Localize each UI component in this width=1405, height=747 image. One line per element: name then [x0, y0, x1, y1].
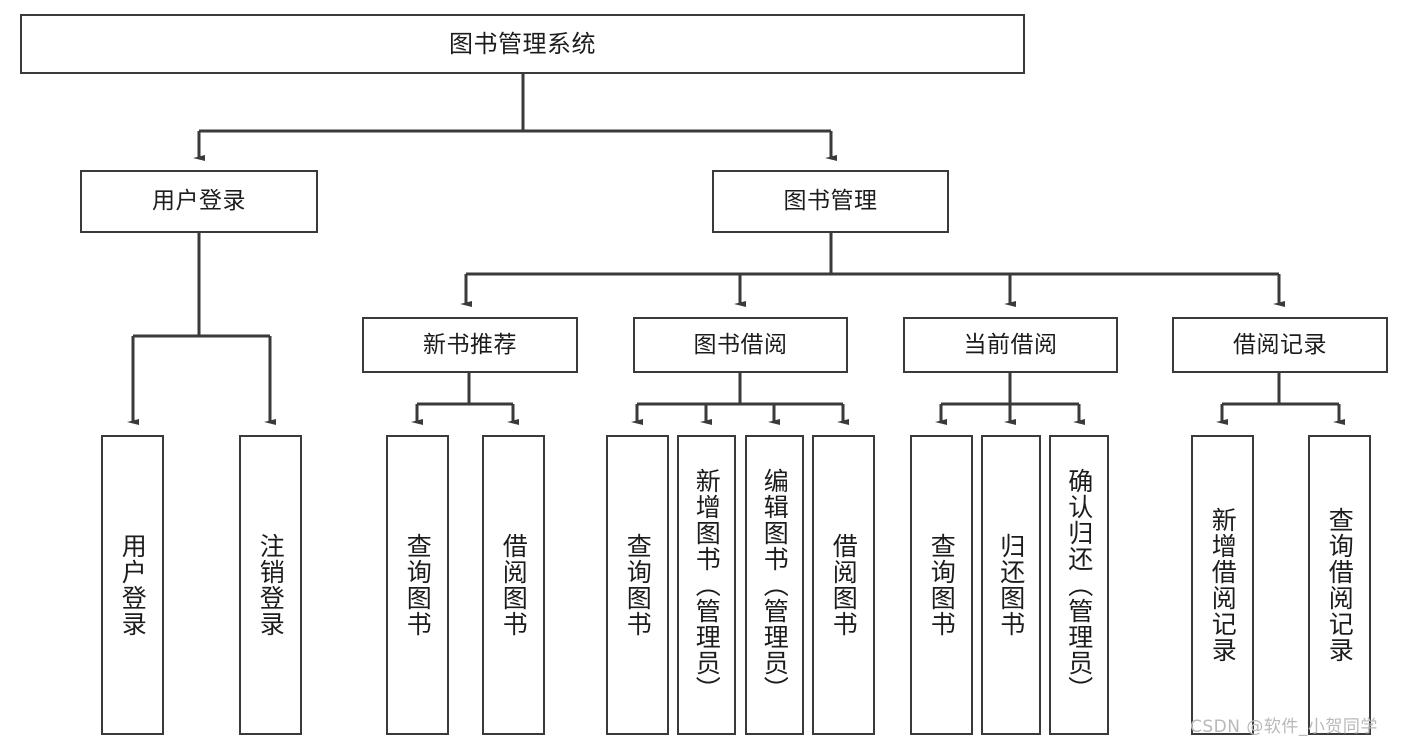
node-user-login[interactable]: 用户登录 [80, 170, 318, 233]
node-label: 图书管理 [783, 188, 878, 214]
node-label: 确认归还（管理员） [1064, 468, 1094, 702]
leaf-user-login[interactable]: 用户登录 [101, 435, 164, 735]
node-label: 当前借阅 [963, 331, 1058, 358]
node-book-management[interactable]: 图书管理 [712, 170, 949, 233]
node-label: 借阅图书 [829, 533, 859, 637]
node-label: 用户登录 [118, 533, 148, 637]
node-label: 借阅记录 [1233, 331, 1327, 358]
node-label: 用户登录 [152, 188, 246, 214]
leaf-query-borrow-record[interactable]: 查询借阅记录 [1308, 435, 1371, 735]
leaf-return-book[interactable]: 归还图书 [981, 435, 1041, 735]
leaf-logout[interactable]: 注销登录 [239, 435, 302, 735]
leaf-add-borrow-record[interactable]: 新增借阅记录 [1191, 435, 1254, 735]
node-root-book-management-system[interactable]: 图书管理系统 [20, 14, 1025, 74]
node-current-borrow[interactable]: 当前借阅 [903, 317, 1118, 373]
leaf-borrow-book[interactable]: 借阅图书 [812, 435, 875, 735]
node-borrow-record[interactable]: 借阅记录 [1172, 317, 1388, 373]
node-label: 查询图书 [403, 533, 433, 637]
leaf-edit-book-admin[interactable]: 编辑图书（管理员） [745, 435, 804, 735]
node-label: 图书管理系统 [449, 30, 596, 58]
node-label: 注销登录 [256, 533, 286, 637]
leaf-borrow-book-recommend[interactable]: 借阅图书 [482, 435, 545, 735]
node-new-book-recommend[interactable]: 新书推荐 [362, 317, 578, 373]
node-book-borrow[interactable]: 图书借阅 [633, 317, 848, 373]
node-label: 新增借阅记录 [1208, 507, 1238, 663]
node-label: 查询图书 [623, 533, 653, 637]
node-label: 图书借阅 [693, 331, 788, 358]
node-label: 查询图书 [927, 533, 957, 637]
leaf-query-book-recommend[interactable]: 查询图书 [386, 435, 449, 735]
node-label: 新增图书（管理员） [692, 468, 722, 702]
leaf-query-book-current[interactable]: 查询图书 [910, 435, 973, 735]
node-label: 新书推荐 [423, 331, 517, 358]
leaf-confirm-return-admin[interactable]: 确认归还（管理员） [1049, 435, 1109, 735]
node-label: 查询借阅记录 [1325, 507, 1355, 663]
node-label: 归还图书 [996, 533, 1026, 637]
csdn-watermark: CSDN @软件_小贺同学 [1190, 717, 1378, 737]
node-label: 借阅图书 [499, 533, 529, 637]
node-label: 编辑图书（管理员） [760, 468, 790, 702]
leaf-add-book-admin[interactable]: 新增图书（管理员） [677, 435, 736, 735]
leaf-query-book-borrow[interactable]: 查询图书 [606, 435, 669, 735]
